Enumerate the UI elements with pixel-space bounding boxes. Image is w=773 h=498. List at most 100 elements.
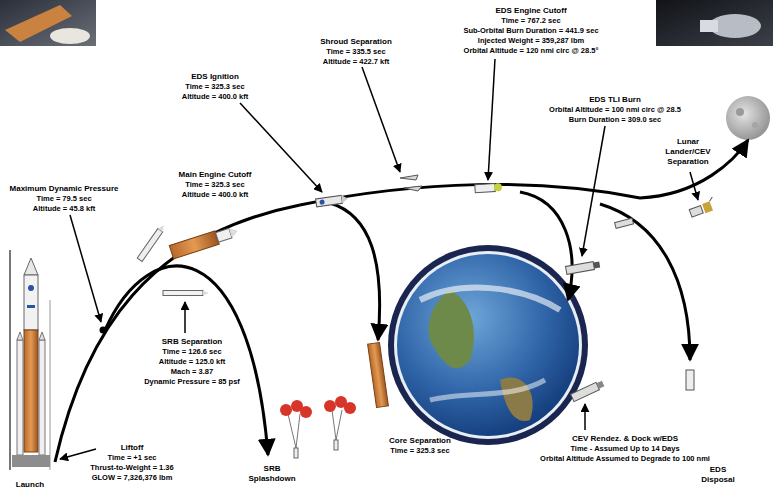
leader-line — [60, 449, 96, 459]
event-value: Time - Assumed Up to 14 Days — [570, 444, 679, 454]
vehicle — [169, 224, 240, 259]
vehicle — [615, 218, 634, 228]
parachute — [280, 404, 292, 416]
vehicle — [319, 199, 325, 205]
parachute — [324, 400, 336, 412]
earth — [500, 377, 533, 421]
vehicle — [702, 201, 713, 213]
event-heading: EDS Disposal — [697, 465, 739, 485]
event-heading: Shroud Separation — [320, 37, 392, 47]
event-value: Mach = 3.87 — [171, 367, 213, 377]
trajectory — [600, 204, 690, 360]
event-heading: Liftoff — [121, 443, 144, 453]
vehicle — [571, 382, 600, 401]
trajectory — [55, 205, 300, 462]
vehicle — [203, 291, 209, 296]
parachute — [296, 414, 300, 448]
parachute — [280, 396, 356, 458]
vehicle — [566, 261, 601, 275]
leader-line — [70, 215, 101, 322]
launch-vehicle — [12, 455, 50, 467]
event-value: Time = 325.3 sec — [390, 446, 449, 456]
parachute — [294, 448, 298, 458]
launch-vehicle — [27, 305, 35, 308]
launch-vehicle — [28, 285, 34, 291]
earth — [429, 290, 474, 368]
vehicle — [368, 342, 389, 407]
leader-line — [584, 404, 586, 430]
launch-vehicle — [50, 300, 51, 470]
event-value: Time = 126.6 sec — [162, 347, 221, 357]
moon — [726, 96, 770, 140]
event-value: Altitude = 400.0 kft — [182, 190, 248, 200]
leader-line — [60, 59, 698, 459]
vehicle — [163, 291, 209, 296]
event-value: Time = 767.2 sec — [501, 16, 560, 26]
max-q-dot — [100, 327, 107, 334]
launch-vehicle — [17, 332, 45, 340]
vehicle — [593, 262, 600, 269]
event-value: Time = 335.5 sec — [326, 47, 385, 57]
vehicle — [400, 175, 422, 191]
event-heading: CEV Rendez. & Dock w/EDS — [572, 434, 678, 444]
launch-vehicle — [24, 330, 38, 452]
event-value: Time = +1 sec — [107, 453, 156, 463]
earth — [388, 245, 588, 445]
earth — [420, 288, 560, 310]
earth — [397, 254, 579, 436]
event-value: Orbital Altitude Assumed to Degrade to 1… — [540, 454, 710, 464]
launch-vehicle — [39, 340, 45, 455]
vehicle — [137, 229, 163, 262]
leader-line — [362, 67, 400, 172]
vehicle — [709, 197, 714, 201]
launch-vehicle — [24, 258, 38, 275]
photo-inset — [0, 0, 773, 46]
vehicle — [571, 380, 605, 402]
event-heading: EDS Ignition — [191, 72, 239, 82]
moon — [736, 108, 744, 116]
event-value: Burn Duration = 309.0 sec — [569, 115, 661, 125]
vehicle — [475, 183, 496, 192]
parachute — [300, 406, 312, 418]
vehicle — [596, 381, 604, 389]
vehicle — [137, 224, 166, 262]
vehicle — [686, 370, 694, 390]
event-heading: Main Engine Cutoff — [179, 170, 252, 180]
trajectory — [105, 266, 268, 455]
trajectory — [520, 192, 572, 300]
moon — [752, 122, 758, 128]
event-heading: Core Separation — [389, 436, 451, 446]
event-value: Altitude = 125.0 kft — [159, 357, 225, 367]
event-heading: EDS Engine Cutoff — [495, 6, 566, 16]
parachute — [336, 410, 342, 440]
event-heading: SRB Splashdown — [246, 464, 298, 484]
event-value: Injected Weight = 359,287 lbm — [478, 36, 584, 46]
event-heading: Launch — [16, 480, 44, 490]
event-heading: Lunar Lander/CEV Separation — [662, 137, 714, 167]
parachute — [334, 440, 338, 450]
event-value: Altitude = 400.0 kft — [182, 92, 248, 102]
launch-vehicle — [17, 340, 23, 455]
vehicle — [341, 195, 348, 204]
launch-vehicle — [24, 275, 38, 330]
photo-inset — [0, 0, 96, 46]
parachute — [288, 414, 296, 448]
event-heading: EDS TLI Burn — [589, 95, 641, 105]
parachute — [344, 402, 356, 414]
vehicle — [615, 218, 634, 228]
event-value: Altitude = 45.8 kft — [33, 204, 95, 214]
trajectory — [55, 140, 748, 462]
vehicle — [688, 197, 717, 218]
vehicle — [475, 183, 502, 193]
leader-line — [488, 59, 495, 180]
leader-line — [582, 126, 605, 256]
photo-inset — [50, 28, 90, 44]
vehicle — [368, 342, 389, 407]
launch-vehicle — [10, 250, 50, 470]
event-heading: Maximum Dynamic Pressure — [10, 184, 119, 194]
launch-vehicle — [9, 250, 11, 470]
vehicle — [686, 370, 694, 390]
event-value: Time = 79.5 sec — [36, 194, 91, 204]
event-value: Orbital Altitude = 100 nmi circ @ 28.5 — [549, 105, 681, 115]
event-value: Orbital Altitude = 120 nmi circ @ 28.5° — [464, 46, 599, 56]
